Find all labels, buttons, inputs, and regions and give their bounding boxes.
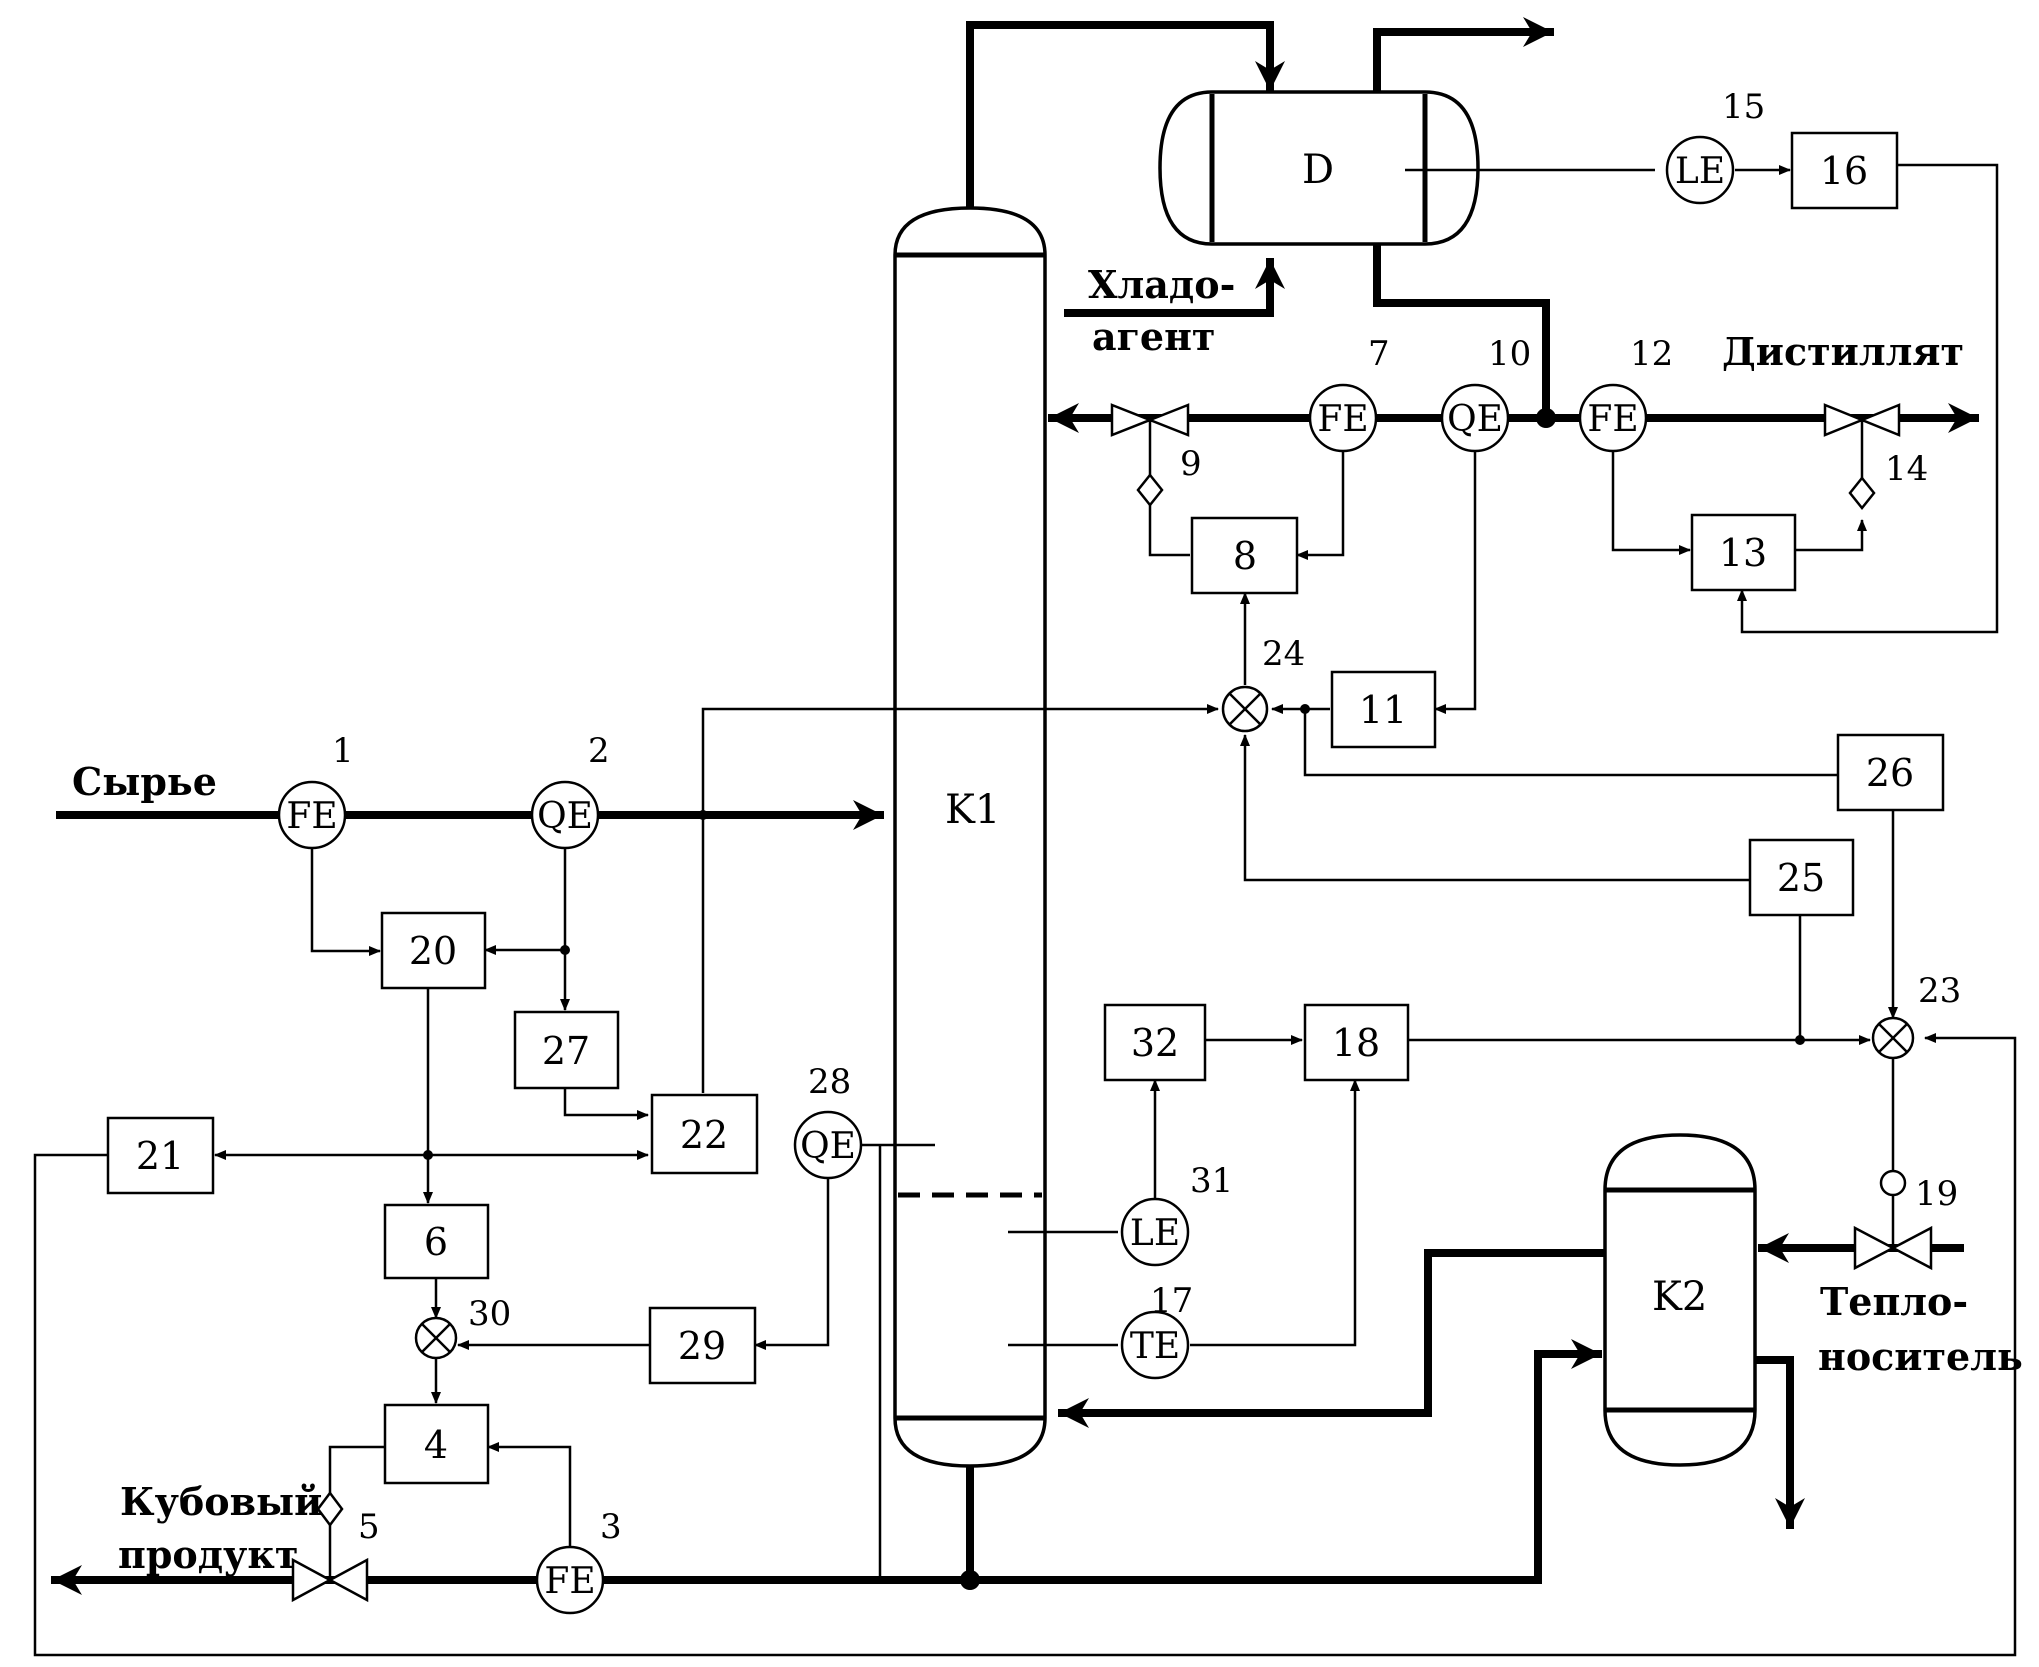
sensor-number-28: 28 (808, 1062, 851, 1102)
svg-text:22: 22 (680, 1113, 728, 1157)
block-32[interactable]: 32 (1105, 1005, 1205, 1080)
block-8[interactable]: 8 (1192, 518, 1297, 593)
sensor-te-17[interactable]: TE (1122, 1312, 1188, 1378)
block-21[interactable]: 21 (108, 1118, 213, 1193)
summator-30 (416, 1318, 456, 1358)
heating-label-line2: носитель (1818, 1334, 2023, 1379)
valve-number-19: 19 (1915, 1174, 1958, 1214)
svg-text:QE: QE (1447, 399, 1503, 440)
svg-text:LE: LE (1675, 151, 1725, 192)
sensor-number-1: 1 (332, 731, 354, 771)
svg-text:11: 11 (1359, 688, 1407, 732)
block-29[interactable]: 29 (650, 1308, 755, 1383)
svg-text:29: 29 (678, 1324, 726, 1368)
svg-text:27: 27 (542, 1029, 590, 1073)
svg-text:QE: QE (537, 796, 593, 837)
offgas-pipe (1377, 32, 1550, 92)
svg-text:8: 8 (1233, 534, 1257, 578)
junction-dot (960, 1570, 980, 1590)
sensor-qe-28[interactable]: QE (795, 1112, 861, 1178)
summator-23 (1873, 1018, 1913, 1058)
sensor-number-17: 17 (1150, 1281, 1193, 1321)
drum-label: D (1302, 147, 1334, 193)
svg-text:16: 16 (1820, 149, 1868, 193)
sensor-le-15[interactable]: LE (1667, 137, 1733, 203)
heating-label-line1: Тепло- (1820, 1279, 1968, 1324)
sensor-fe-1[interactable]: FE (279, 782, 345, 848)
sensor-number-3: 3 (600, 1507, 622, 1547)
sensor-le-31[interactable]: LE (1122, 1199, 1188, 1265)
svg-text:6: 6 (424, 1220, 448, 1264)
column-k1 (895, 208, 1045, 1466)
summator-24 (1223, 687, 1267, 731)
sensor-number-7: 7 (1368, 334, 1390, 374)
sensor-number-15: 15 (1722, 87, 1765, 127)
svg-text:21: 21 (136, 1134, 184, 1178)
block-4[interactable]: 4 (385, 1405, 488, 1483)
distillate-label: Дистиллят (1722, 329, 1964, 374)
svg-text:18: 18 (1332, 1021, 1380, 1065)
valve-number-9: 9 (1180, 444, 1202, 484)
coolant-label-line1: Хладо- (1088, 262, 1235, 307)
junction-dot (1536, 408, 1556, 428)
summator-number-30: 30 (468, 1294, 511, 1334)
sensor-qe-2[interactable]: QE (532, 782, 598, 848)
block-20[interactable]: 20 (382, 913, 485, 988)
block-22[interactable]: 22 (652, 1095, 757, 1173)
sensor-number-2: 2 (588, 731, 610, 771)
svg-text:13: 13 (1719, 531, 1767, 575)
sensor-number-12: 12 (1630, 334, 1673, 374)
svg-text:20: 20 (409, 929, 457, 973)
svg-text:4: 4 (424, 1423, 448, 1467)
sensor-fe-3[interactable]: FE (537, 1547, 603, 1613)
svg-text:TE: TE (1130, 1326, 1180, 1367)
valve-number-5: 5 (358, 1507, 380, 1547)
svg-text:FE: FE (1317, 399, 1368, 440)
reboiler-feed-pipe (1538, 1354, 1598, 1580)
bottoms-label-line2: продукт (118, 1532, 298, 1577)
sensor-number-31: 31 (1190, 1161, 1233, 1201)
column-label: K1 (945, 787, 1000, 833)
block-27[interactable]: 27 (515, 1012, 618, 1088)
summator-number-23: 23 (1918, 971, 1961, 1011)
summator-number-24: 24 (1262, 634, 1305, 674)
block-18[interactable]: 18 (1305, 1005, 1408, 1080)
block-11[interactable]: 11 (1332, 672, 1435, 747)
coolant-label-line2: агент (1092, 314, 1215, 359)
svg-text:FE: FE (544, 1561, 595, 1602)
block-16[interactable]: 16 (1792, 133, 1897, 208)
svg-text:25: 25 (1777, 856, 1825, 900)
svg-text:LE: LE (1130, 1213, 1180, 1254)
svg-text:FE: FE (1587, 399, 1638, 440)
reboiler-outlet-pipe (1755, 1360, 1790, 1525)
reboiler-label: K2 (1652, 1274, 1707, 1320)
svg-text:26: 26 (1866, 751, 1914, 795)
sensor-fe-7[interactable]: FE (1310, 385, 1376, 451)
valve-9[interactable] (1112, 405, 1188, 505)
sensor-qe-10[interactable]: QE (1442, 385, 1508, 451)
sensor-number-10: 10 (1488, 334, 1531, 374)
feed-label: Сырье (72, 759, 217, 804)
valve-number-14: 14 (1885, 449, 1928, 489)
block-25[interactable]: 25 (1750, 840, 1853, 915)
block-6[interactable]: 6 (385, 1205, 488, 1278)
bottoms-label-line1: Кубовый (120, 1479, 322, 1524)
svg-text:FE: FE (286, 796, 337, 837)
block-26[interactable]: 26 (1838, 735, 1943, 810)
sensor-fe-12[interactable]: FE (1580, 385, 1646, 451)
svg-text:32: 32 (1131, 1021, 1179, 1065)
svg-text:QE: QE (800, 1126, 856, 1167)
block-13[interactable]: 13 (1692, 515, 1795, 590)
